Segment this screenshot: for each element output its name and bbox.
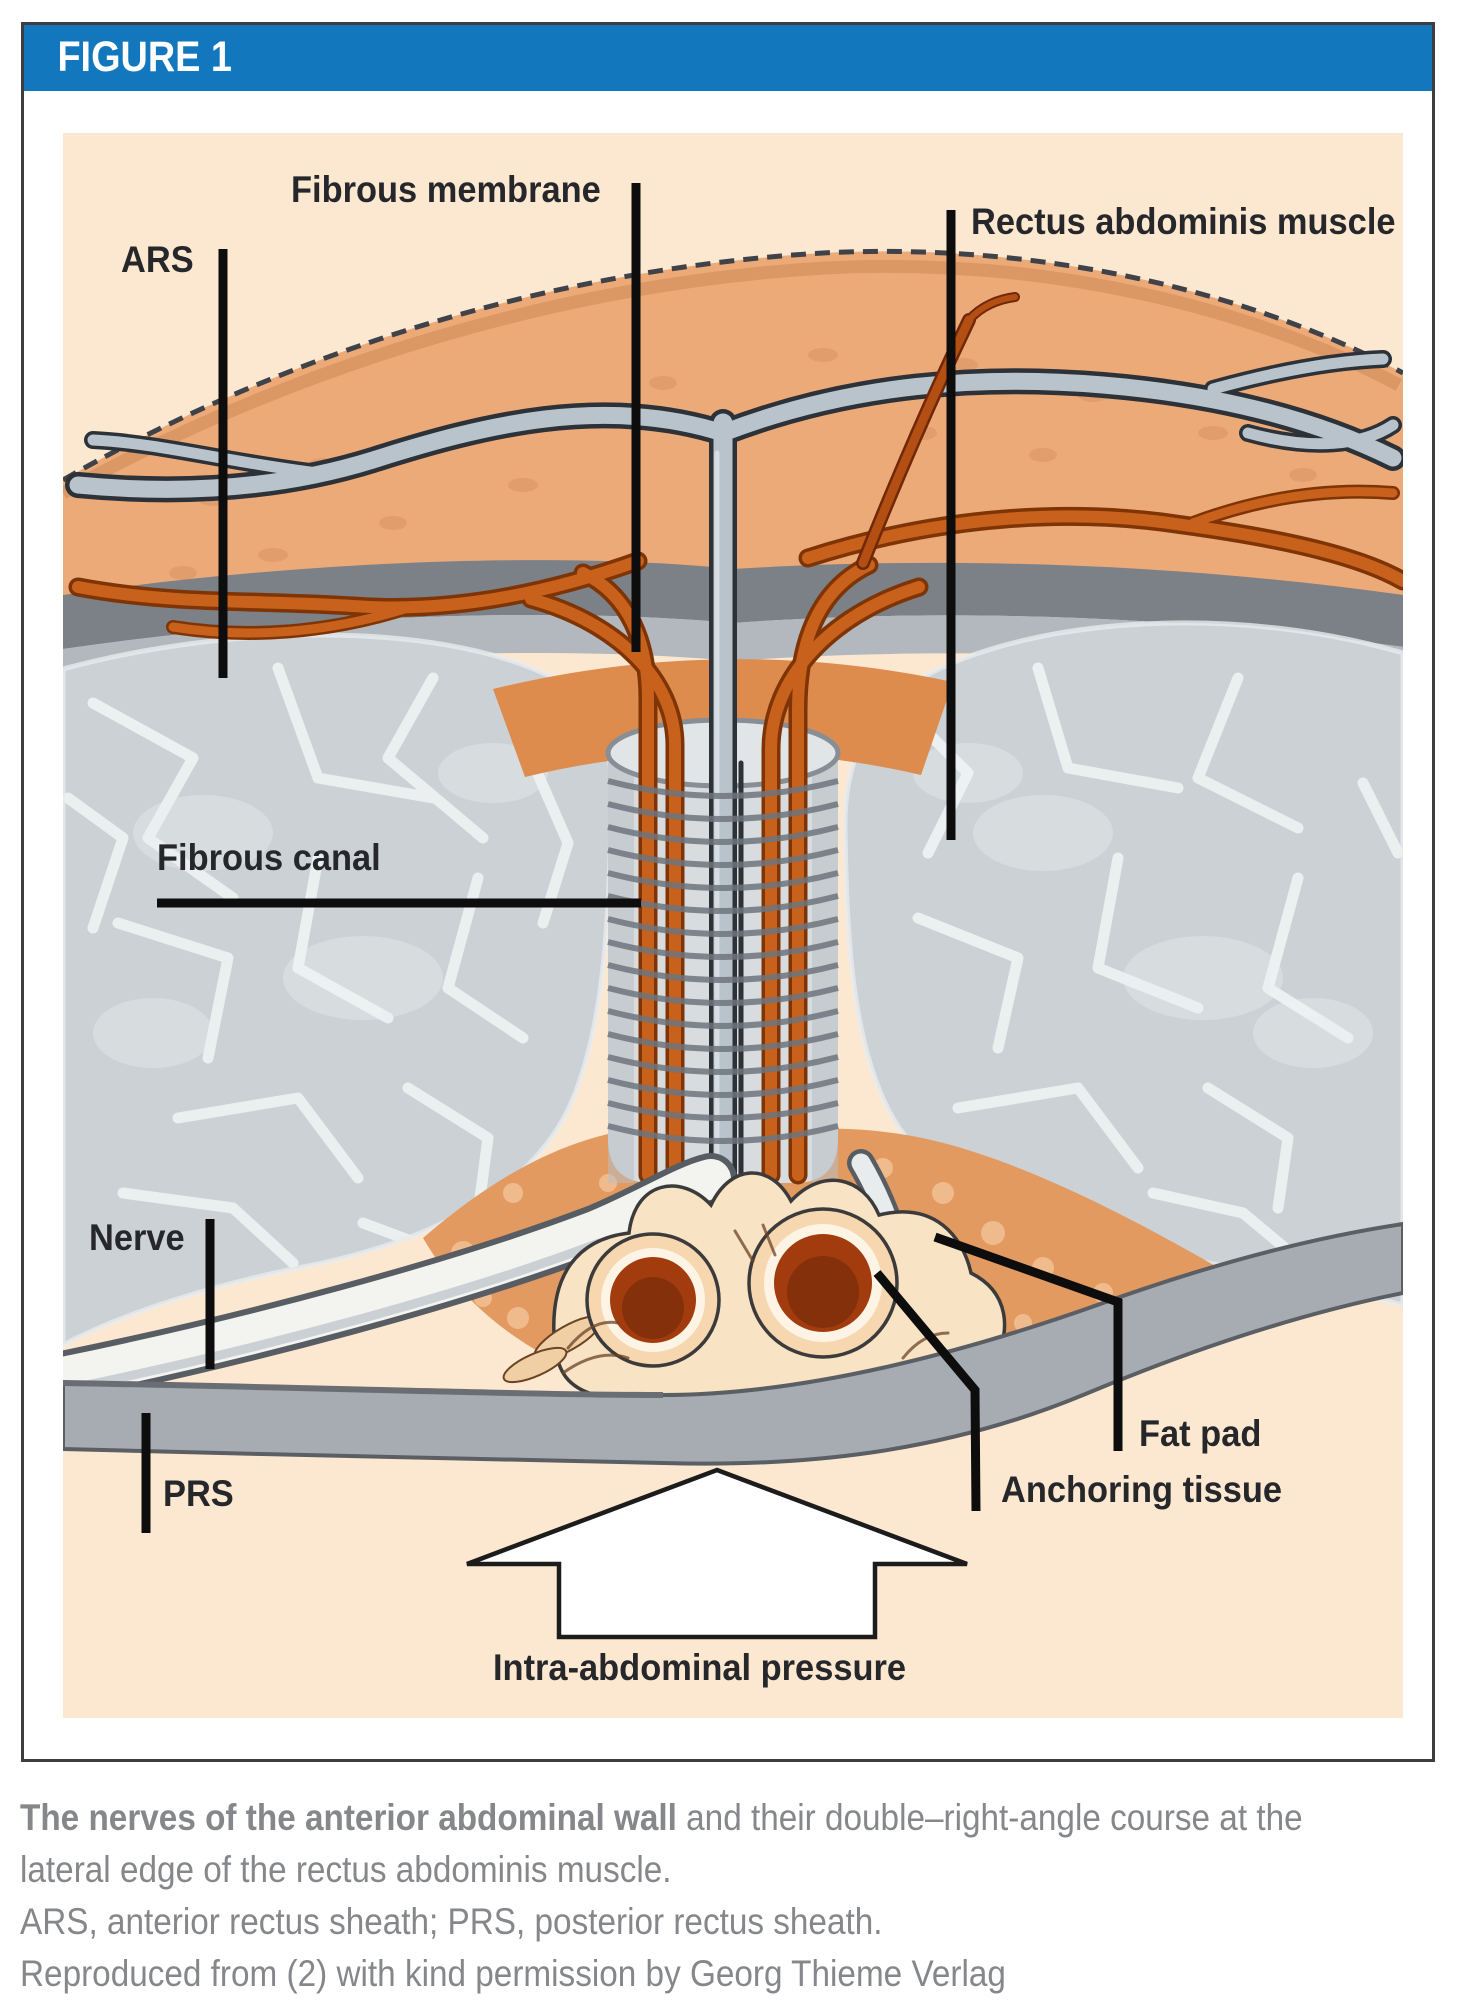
posterior-rectus-sheath-band xyxy=(63,1221,1403,1466)
figure-caption: The nerves of the anterior abdominal wal… xyxy=(20,1792,1460,2000)
label-fibrous-membrane: Fibrous membrane xyxy=(291,169,601,210)
caption-line-2: lateral edge of the rectus abdominis mus… xyxy=(20,1849,672,1890)
fat-pad-leader-line xyxy=(933,1232,1123,1451)
label-fibrous-canal: Fibrous canal xyxy=(157,837,381,878)
label-prs: PRS xyxy=(163,1473,234,1514)
diagram-panel: Fibrous membrane Rectus abdominis muscle… xyxy=(63,133,1403,1718)
nerve-cross-section-right xyxy=(747,1207,899,1359)
caption-line-1-rest: and their double–right-angle course at t… xyxy=(676,1797,1303,1838)
nerve-cross-section-left xyxy=(585,1232,721,1368)
rectus-muscle-right xyxy=(845,623,1403,1305)
figure-header-title: FIGURE 1 xyxy=(57,33,232,81)
label-anchoring-tissue: Anchoring tissue xyxy=(1001,1469,1283,1510)
pressure-arrow xyxy=(466,1467,968,1640)
anatomy-illustration xyxy=(63,183,1403,1640)
caption-line-1: The nerves of the anterior abdominal wal… xyxy=(20,1792,1316,1844)
label-fat-pad: Fat pad xyxy=(1139,1413,1262,1454)
label-rectus-abdominis: Rectus abdominis muscle xyxy=(971,201,1396,242)
figure-box: FIGURE 1 xyxy=(21,22,1435,1762)
caption-line-4: Reproduced from (2) with kind permission… xyxy=(20,1953,1006,1994)
label-intra-abdominal-pressure: Intra-abdominal pressure xyxy=(493,1647,907,1688)
anchoring-tissue-leader-line xyxy=(873,1270,981,1512)
label-nerve: Nerve xyxy=(89,1217,185,1258)
label-ars: ARS xyxy=(121,239,194,280)
figure-header: FIGURE 1 xyxy=(24,25,1432,91)
leader-lines xyxy=(141,183,1123,1533)
rectus-muscle-left xyxy=(63,635,612,1345)
caption-line-3: ARS, anterior rectus sheath; PRS, poster… xyxy=(20,1901,883,1942)
nerve-bundle xyxy=(502,1171,1007,1412)
caption-lead-bold: The nerves of the anterior abdominal wal… xyxy=(20,1797,677,1838)
